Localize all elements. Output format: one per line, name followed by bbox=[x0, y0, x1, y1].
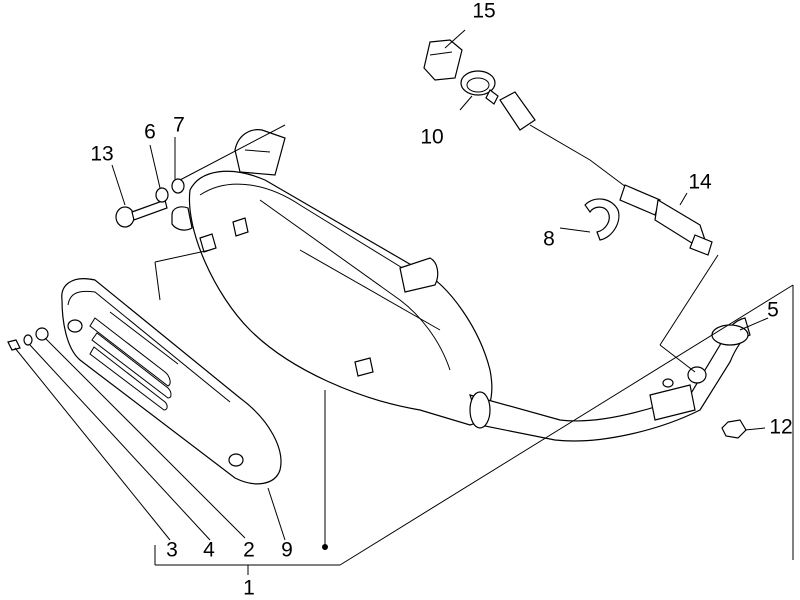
gasket-ring bbox=[584, 198, 620, 241]
label-7: 7 bbox=[173, 114, 185, 137]
label-8: 8 bbox=[543, 228, 555, 251]
hose-clamp bbox=[460, 70, 499, 105]
junction-dot bbox=[322, 544, 328, 550]
cover-slots bbox=[89, 311, 179, 411]
label-2: 2 bbox=[243, 539, 255, 562]
small-washer bbox=[23, 334, 33, 346]
label-1: 1 bbox=[243, 577, 255, 600]
label-12: 12 bbox=[769, 416, 792, 439]
label-3: 3 bbox=[166, 539, 178, 562]
label-10: 10 bbox=[420, 126, 443, 149]
mounting-bolt bbox=[115, 199, 168, 228]
label-4: 4 bbox=[203, 539, 215, 562]
label-6: 6 bbox=[144, 121, 156, 144]
label-15: 15 bbox=[472, 0, 495, 23]
nut bbox=[721, 419, 747, 439]
label-9: 9 bbox=[281, 539, 293, 562]
label-14: 14 bbox=[688, 171, 712, 194]
small-screw bbox=[7, 339, 21, 351]
cover-hole-bottom bbox=[228, 453, 244, 467]
heat-shield-cover bbox=[61, 278, 282, 485]
mounting-bracket bbox=[234, 129, 286, 176]
oxygen-sensor bbox=[499, 91, 713, 256]
side-bracket bbox=[399, 257, 439, 293]
connector-cap bbox=[423, 39, 463, 81]
washer-6 bbox=[155, 187, 169, 203]
washer-7 bbox=[171, 178, 185, 194]
rubber-grommet bbox=[35, 327, 49, 341]
exhaust-pipe bbox=[469, 317, 751, 442]
label-5: 5 bbox=[767, 299, 779, 322]
leader-lines bbox=[14, 29, 794, 575]
pipe-flange bbox=[711, 324, 749, 346]
cover-hole-top bbox=[67, 319, 83, 333]
pipe-clamp bbox=[649, 384, 696, 421]
muffler-body bbox=[171, 129, 493, 426]
oxygen-sensor-port bbox=[687, 366, 707, 384]
label-13: 13 bbox=[90, 143, 113, 166]
